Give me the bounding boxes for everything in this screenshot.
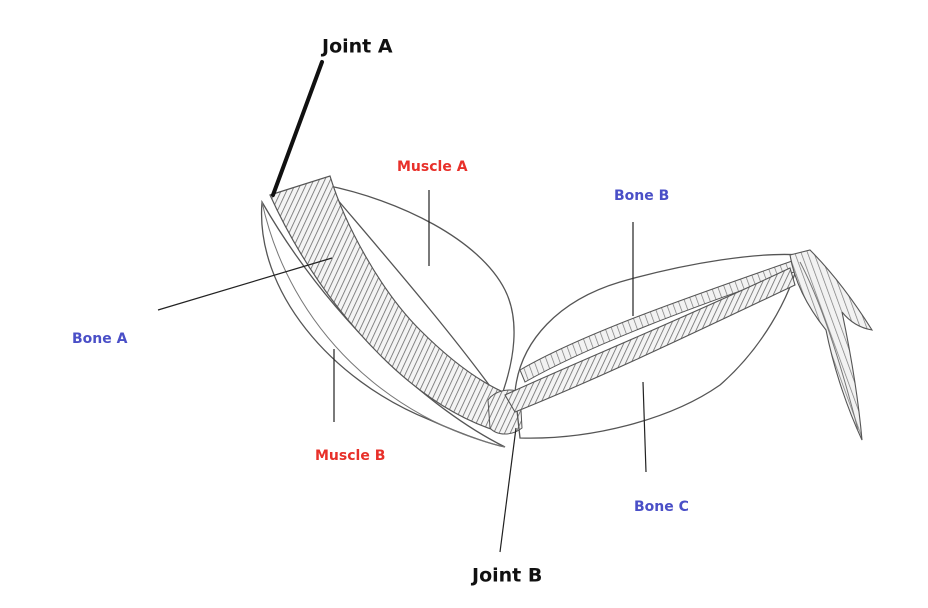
muscle-b-label: Muscle B bbox=[315, 448, 385, 464]
finger-line bbox=[799, 261, 859, 431]
bone-b-shape bbox=[519, 259, 801, 383]
bone-a-shape bbox=[269, 175, 511, 433]
bone-c-label: Bone C bbox=[634, 499, 689, 515]
bone-a-leader bbox=[157, 257, 333, 311]
muscle-a-label: Muscle A bbox=[397, 159, 468, 175]
joint-b-label: Joint B bbox=[470, 565, 542, 587]
joint-b-leader bbox=[499, 427, 517, 553]
joint-a-label: Joint A bbox=[320, 36, 393, 58]
muscle-b-edge bbox=[261, 201, 506, 448]
joint-a-leader bbox=[271, 60, 324, 197]
bone-b-label: Bone B bbox=[614, 188, 669, 204]
bone-a-label: Bone A bbox=[72, 331, 128, 347]
bone-c-shape bbox=[504, 267, 796, 413]
bone-c-leader bbox=[642, 381, 647, 473]
hand-shape bbox=[789, 249, 874, 441]
